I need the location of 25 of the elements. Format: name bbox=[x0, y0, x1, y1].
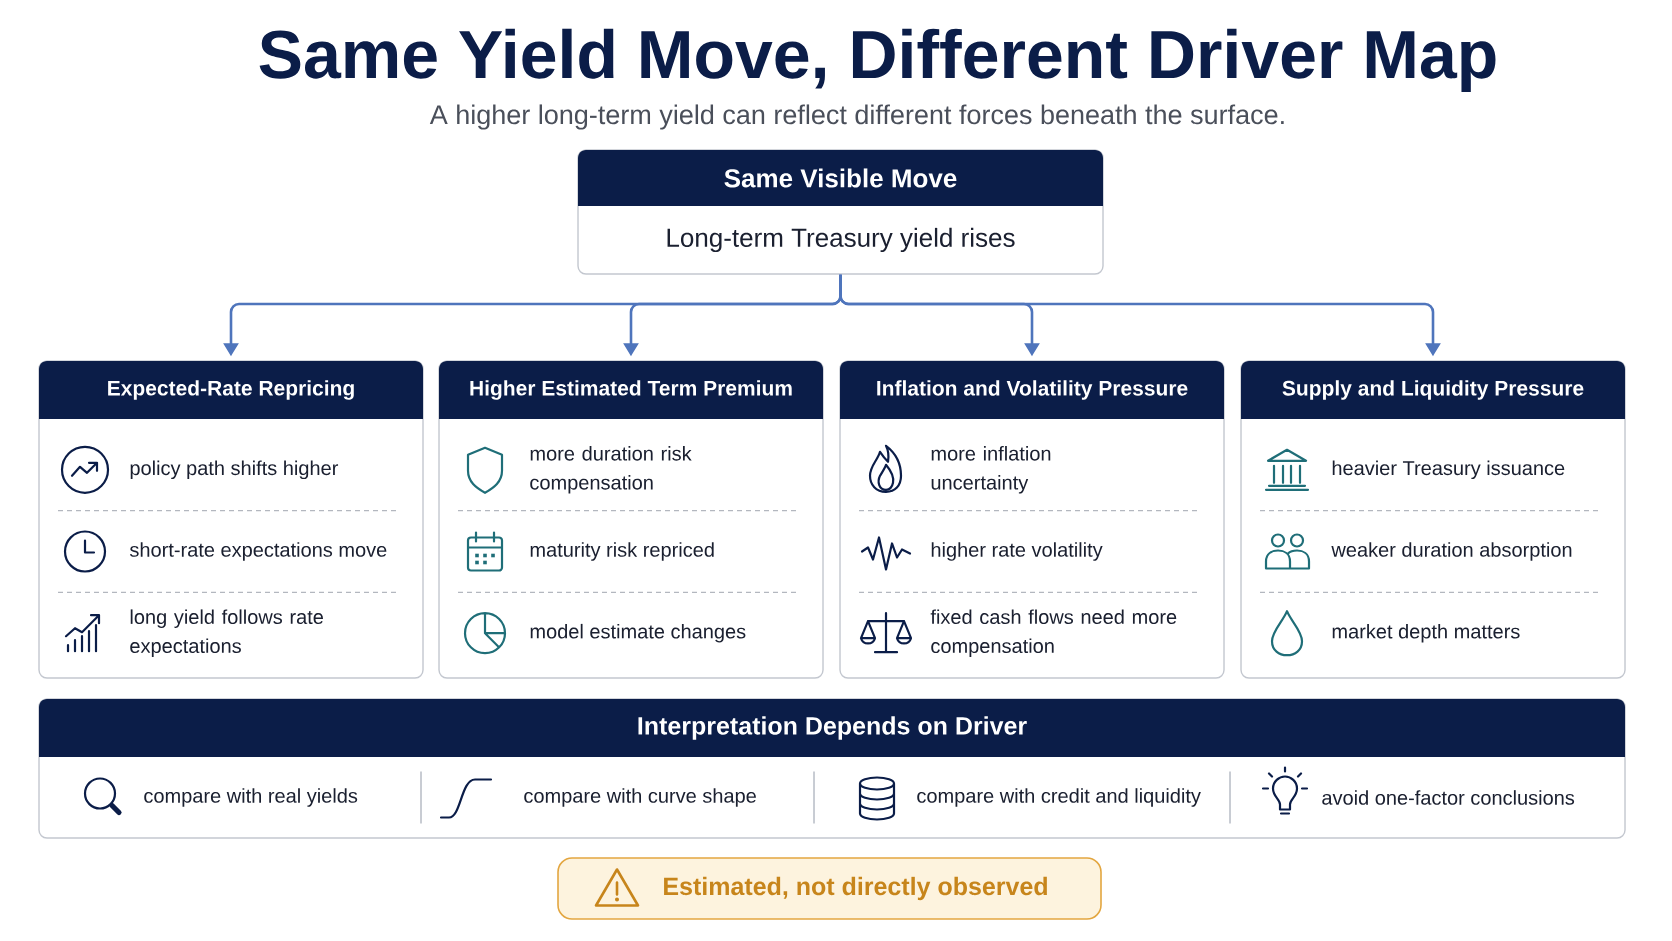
card-header: Higher Estimated Term Premium bbox=[439, 361, 823, 419]
panel-header: Interpretation Depends on Driver bbox=[39, 699, 1625, 757]
list-item: higher rate volatility bbox=[931, 542, 1103, 561]
list-item: more duration risk compensation bbox=[530, 446, 692, 494]
card-header: Inflation and Volatility Pressure bbox=[840, 361, 1224, 419]
list-item: market depth matters bbox=[1332, 623, 1520, 643]
card-header: Expected-Rate Repricing bbox=[39, 361, 423, 419]
list-item: short-rate expectations move bbox=[129, 542, 387, 561]
list-item: fixed cash flows need more compensation bbox=[930, 609, 1177, 657]
card-header: Supply and Liquidity Pressure bbox=[1241, 361, 1625, 419]
title: Same Yield Move, Different Driver Map bbox=[259, 28, 1496, 93]
body-text: Long-term Treasury yield rises bbox=[667, 227, 1015, 253]
warning-badge: Estimated, not directly observed bbox=[557, 857, 1102, 920]
list-item: heavier Treasury issuance bbox=[1332, 460, 1565, 480]
list-item: policy path shifts higher bbox=[130, 460, 339, 480]
list-item: compare with real yields bbox=[144, 788, 358, 807]
list-item: weaker duration absorption bbox=[1331, 542, 1572, 561]
list-item: model estimate changes bbox=[530, 623, 746, 643]
list-item: maturity risk repriced bbox=[530, 542, 714, 561]
list-item: more inflation uncertainty bbox=[931, 446, 1051, 494]
list-item: compare with credit and liquidity bbox=[917, 788, 1201, 807]
list-item: compare with curve shape bbox=[524, 788, 756, 807]
list-item: long yield follows rate expectations bbox=[130, 609, 323, 657]
list-item: avoid one-factor conclusions bbox=[1322, 790, 1575, 805]
box-header: Same Visible Move bbox=[578, 150, 1103, 206]
